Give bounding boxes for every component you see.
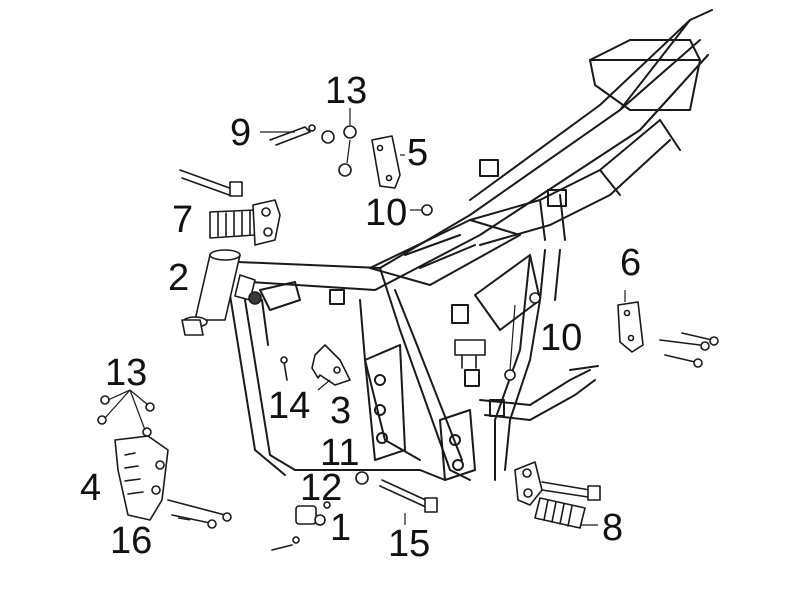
part-8-rear-footpeg [514,461,601,529]
leader-lines [104,108,626,526]
callout-2: 2 [168,257,189,299]
callout-10a: 10 [365,192,407,234]
callout-5: 5 [407,132,428,174]
part-5-plate [371,135,401,189]
callout-1: 1 [330,507,351,549]
callout-10b: 10 [540,317,582,359]
callout-11: 11 [320,432,359,474]
part-4-guard-plate [114,435,169,521]
callout-13b: 13 [105,352,147,394]
part-1-clamp-block [271,505,326,551]
part-14-bolt [280,356,288,381]
callout-15: 15 [388,523,430,565]
callout-labels: 1 2 3 4 5 6 7 8 9 10 10 11 12 13 13 14 1… [80,70,641,565]
callout-3: 3 [330,390,351,432]
callout-16: 16 [110,520,152,562]
part-13-upper-nuts [321,125,357,177]
part-15-bolt [379,479,438,513]
callout-13a: 13 [325,70,367,112]
steering-head-tube [181,249,262,336]
callout-12: 12 [300,467,342,509]
callout-14: 14 [268,385,310,427]
callout-4: 4 [80,467,101,509]
part-7-front-footpeg [179,169,281,246]
part-6-plate [617,301,644,353]
part-12-washer [323,501,331,509]
sensor-bracket [454,339,486,369]
callout-7: 7 [172,199,193,241]
callout-6: 6 [620,242,641,284]
part-16-bolts [167,499,232,529]
part-11-nut [355,471,369,485]
part-3-bracket [311,344,351,386]
callout-9: 9 [230,112,251,154]
callout-8: 8 [602,507,623,549]
part-6-bolts [659,332,719,368]
part-9-pin [269,124,316,146]
